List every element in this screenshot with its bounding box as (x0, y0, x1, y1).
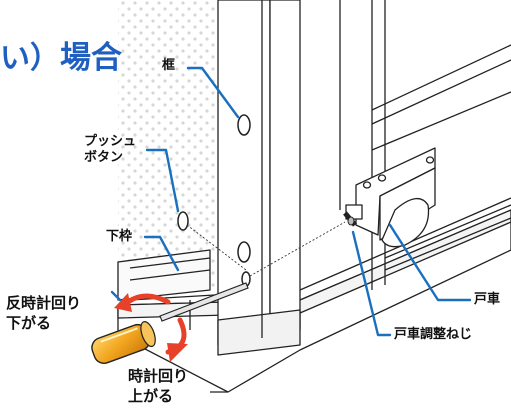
label-push-button: プッシュ ボタン (84, 134, 136, 166)
page-title: い）場合 (0, 38, 122, 79)
title-heading: 場合 (60, 40, 122, 76)
wall-dotted-background (118, 0, 218, 290)
label-door-roller: 戸車 (474, 292, 501, 307)
label-push-button-line1: プッシュ (84, 134, 137, 149)
screwdriver-icon (91, 282, 249, 364)
label-clockwise-effect: 上がる (128, 387, 174, 405)
guide-lines (186, 221, 346, 277)
clockwise-arrowhead-icon (167, 343, 188, 362)
label-counterclockwise: 反時計回り 下がる (6, 293, 81, 333)
label-door-roller-screw: 戸車調整ねじ (394, 327, 473, 342)
label-push-button-line2: ボタン (84, 150, 124, 165)
counterclockwise-arrowhead-icon (114, 293, 132, 312)
label-counterclockwise-direction: 反時計回り (6, 294, 82, 312)
label-lower-frame: 下枠 (106, 229, 133, 244)
lower-frame-rail (117, 197, 511, 393)
label-counterclockwise-effect: 下がる (6, 314, 52, 332)
label-frame: 框 (162, 58, 176, 73)
door-panel (339, 0, 511, 290)
push-button-icon (177, 211, 189, 231)
frame-stile (217, 0, 301, 356)
label-clockwise: 時計回り 上がる (128, 366, 188, 406)
frame-holes (237, 114, 251, 287)
title-paren: い） (0, 41, 60, 76)
door-roller-screw-icon (343, 211, 357, 227)
leader-lines (110, 66, 472, 337)
label-clockwise-direction: 時計回り (128, 367, 189, 385)
door-roller-icon (345, 147, 436, 248)
